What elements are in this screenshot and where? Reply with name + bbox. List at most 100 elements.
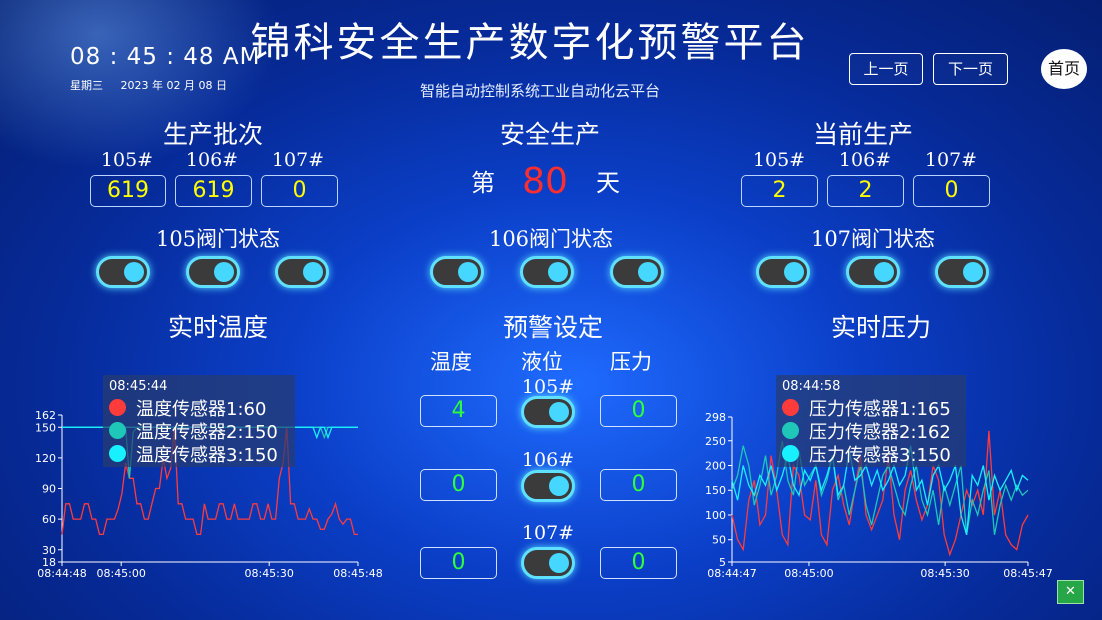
page-subtitle: 智能自动控制系统工业自动化云平台 — [419, 82, 660, 100]
warning-temp-106[interactable]: 0 — [420, 469, 497, 501]
valve-title-106: 106阀门状态 — [488, 227, 614, 251]
x-tick-label: 08:44:47 — [707, 567, 756, 580]
valve-105-3-toggle[interactable] — [275, 256, 329, 288]
valve-title-107: 107阀门状态 — [810, 227, 936, 251]
batch-label-105: 105# — [100, 149, 154, 171]
col-level-label: 液位 — [521, 350, 563, 374]
valve-105-1-toggle[interactable] — [96, 256, 150, 288]
warning-pressure-105[interactable]: 0 — [600, 395, 677, 427]
prev-page-button[interactable]: 上一页 — [849, 53, 923, 85]
warning-row-label-105: 105# — [521, 376, 575, 398]
batches-title: 生产批次 — [162, 120, 263, 149]
x-tick-label: 08:44:48 — [37, 567, 86, 580]
current-title: 当前生产 — [812, 120, 913, 149]
safety-suffix: 天 — [596, 169, 620, 197]
valve-107-1-toggle[interactable] — [756, 256, 810, 288]
batch-value-105: 619 — [90, 175, 166, 207]
current-value-105: 2 — [741, 175, 818, 207]
pressure-tooltip-row: 压力传感器3:150 — [782, 442, 960, 466]
batch-label-106: 106# — [185, 149, 239, 171]
col-temp-label: 温度 — [430, 350, 472, 374]
valve-106-3-toggle[interactable] — [610, 256, 664, 288]
temp-tooltip-row: 温度传感器1:60 — [109, 396, 289, 420]
warning-row-label-107: 107# — [521, 522, 575, 544]
y-tick-label: 150 — [705, 484, 726, 497]
valve-107-2-toggle[interactable] — [846, 256, 900, 288]
pressure-tooltip: 08:44:58 压力传感器1:165 压力传感器2:162 压力传感器3:15… — [776, 375, 966, 467]
warning-pressure-106[interactable]: 0 — [600, 469, 677, 501]
series-dot-icon — [782, 422, 799, 439]
y-tick-label: 5 — [719, 556, 726, 569]
date: 2023 年 02 月 08 日 — [120, 79, 227, 92]
toggle-knob — [124, 262, 144, 282]
col-pressure-label: 压力 — [610, 350, 652, 374]
x-tick-label: 08:45:30 — [920, 567, 969, 580]
y-tick-label: 50 — [712, 534, 726, 547]
y-tick-label: 250 — [705, 435, 726, 448]
valve-106-2-toggle[interactable] — [520, 256, 574, 288]
valve-107-3-toggle[interactable] — [935, 256, 989, 288]
pressure-tooltip-row: 压力传感器1:165 — [782, 396, 960, 420]
current-label-106: 106# — [838, 149, 892, 171]
warning-pressure-107[interactable]: 0 — [600, 547, 677, 579]
date-line: 星期三 2023 年 02 月 08 日 — [70, 77, 241, 93]
y-tick-label: 298 — [705, 411, 726, 424]
x-tick-label: 08:45:47 — [1003, 567, 1052, 580]
y-tick-label: 18 — [42, 556, 56, 569]
home-button[interactable]: 首页 — [1041, 49, 1087, 89]
temp-tooltip: 08:45:44 温度传感器1:60 温度传感器2:150 温度传感器3:150 — [103, 375, 295, 467]
x-tick-label: 08:45:00 — [784, 567, 833, 580]
pressure-chart[interactable]: 5 50 100 150 200 250 298 08:44:47 08:45:00 08:45:… — [698, 405, 1054, 585]
valve-105-2-toggle[interactable] — [186, 256, 240, 288]
safety-prefix: 第 — [471, 169, 495, 197]
close-icon[interactable]: ✕ — [1057, 580, 1084, 604]
toggle-knob — [548, 262, 568, 282]
warning-temp-107[interactable]: 0 — [420, 547, 497, 579]
batch-value-106: 619 — [175, 175, 252, 207]
warning-temp-105[interactable]: 4 — [420, 395, 497, 427]
series-dot-icon — [109, 422, 126, 439]
toggle-knob — [303, 262, 323, 282]
current-value-106: 2 — [827, 175, 904, 207]
current-value-107: 0 — [913, 175, 990, 207]
pressure-tooltip-row: 压力传感器2:162 — [782, 419, 960, 443]
temp-tooltip-row: 温度传感器2:150 — [109, 419, 289, 443]
series-dot-icon — [782, 445, 799, 462]
series-dot-icon — [109, 445, 126, 462]
toggle-knob — [874, 262, 894, 282]
batch-value-107: 0 — [261, 175, 338, 207]
warning-level-105-toggle[interactable] — [521, 396, 575, 428]
series-dot-icon — [109, 399, 126, 416]
series-line-3 — [731, 445, 1029, 535]
next-page-button[interactable]: 下一页 — [933, 53, 1008, 85]
y-tick-label: 90 — [42, 483, 56, 496]
series-dot-icon — [782, 399, 799, 416]
toggle-knob — [458, 262, 478, 282]
pressure-tooltip-text: 压力传感器2:162 — [809, 421, 951, 443]
header-glow — [0, 0, 280, 170]
warning-level-106-toggle[interactable] — [521, 470, 575, 502]
toggle-knob — [638, 262, 658, 282]
warning-level-107-toggle[interactable] — [521, 547, 575, 579]
current-label-107: 107# — [924, 149, 978, 171]
safety-title: 安全生产 — [499, 120, 600, 149]
temp-tooltip-time: 08:45:44 — [109, 379, 168, 394]
batch-label-107: 107# — [271, 149, 325, 171]
x-tick-label: 08:45:30 — [244, 567, 293, 580]
toggle-knob — [784, 262, 804, 282]
y-tick-label: 100 — [705, 509, 726, 522]
valve-title-105: 105阀门状态 — [155, 227, 281, 251]
pressure-tooltip-text: 压力传感器3:150 — [809, 444, 951, 466]
toggle-knob — [549, 402, 569, 422]
y-tick-label: 150 — [35, 421, 56, 434]
weekday: 星期三 — [70, 79, 103, 92]
series-line-1 — [731, 430, 1029, 557]
y-tick-label: 200 — [705, 459, 726, 472]
toggle-knob — [963, 262, 983, 282]
pressure-tooltip-time: 08:44:58 — [782, 379, 841, 394]
toggle-knob — [549, 476, 569, 496]
valve-106-1-toggle[interactable] — [430, 256, 484, 288]
toggle-knob — [549, 553, 569, 573]
warning-row-label-106: 106# — [521, 449, 575, 471]
toggle-knob — [214, 262, 234, 282]
